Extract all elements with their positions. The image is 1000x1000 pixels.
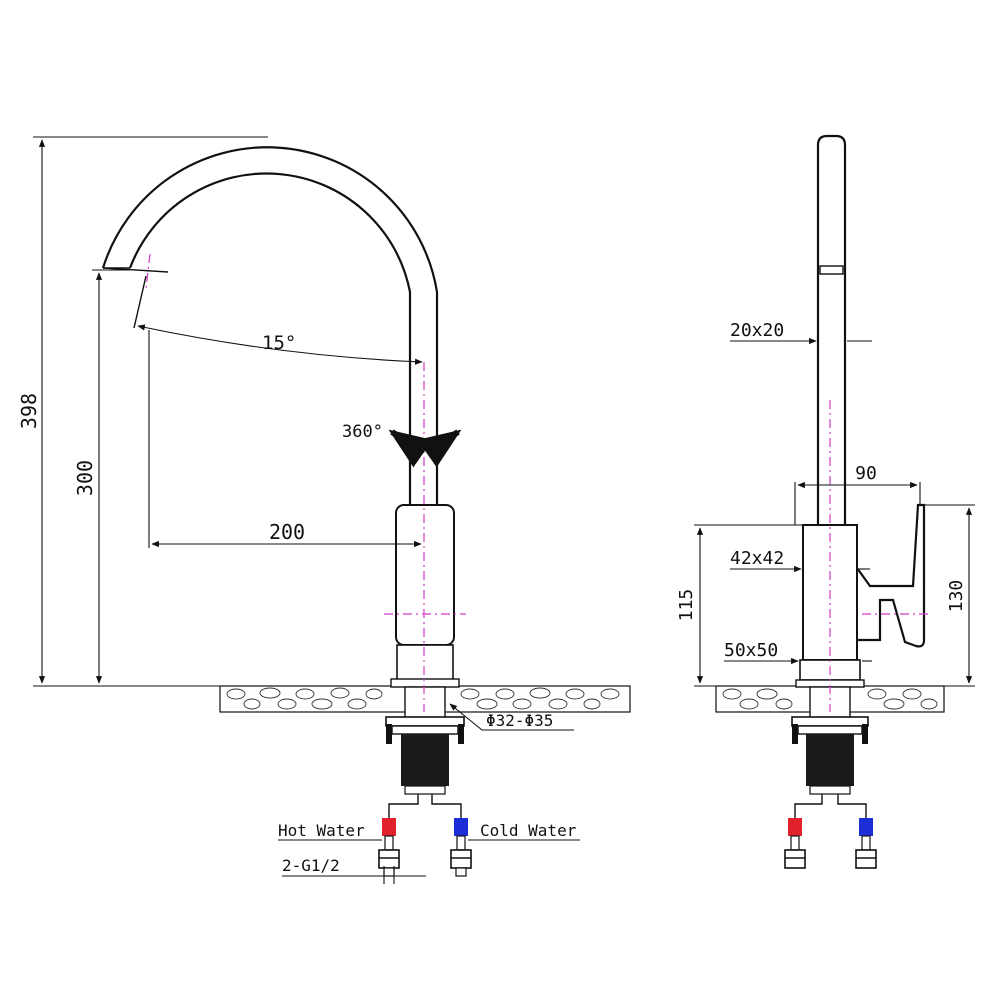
spout-section-label: 20x20 <box>730 320 784 341</box>
fixing-front <box>385 686 465 795</box>
spout-front <box>101 146 439 505</box>
dimension-130: 130 <box>924 504 975 687</box>
dimension-connection: 2-G1/2 <box>282 856 426 884</box>
cold-hose-marker-front <box>454 818 468 836</box>
handle-reach-label: 90 <box>855 463 877 484</box>
cold-hose-marker-side <box>859 818 873 836</box>
dimension-115: 115 <box>676 524 803 687</box>
fixing-side <box>791 686 869 795</box>
centerlines-side <box>829 400 928 712</box>
dimension-300: 300 <box>73 269 130 684</box>
base-section-label: 50x50 <box>724 640 778 661</box>
dimension-20x20: 20x20 <box>730 320 872 345</box>
dimension-angle: 15° <box>137 324 423 365</box>
handle-side <box>856 503 926 648</box>
front-view: 398 300 200 15° 360° Φ32-Φ35 <box>17 136 631 884</box>
cold-water-label: Cold Water <box>480 821 577 840</box>
hole-diameter-label: Φ32-Φ35 <box>486 711 553 730</box>
dimension-50x50: 50x50 <box>724 640 872 665</box>
hoses-side <box>784 794 877 869</box>
body-front <box>390 504 460 688</box>
dimension-200: 200 <box>148 330 422 548</box>
hot-hose-marker-front <box>382 818 396 836</box>
dimension-42x42: 42x42 <box>730 548 870 573</box>
body-side <box>795 524 865 688</box>
rotation-label: 360° <box>342 422 383 442</box>
dimension-200-label: 200 <box>269 520 305 544</box>
rotation-indicator: 360° <box>342 422 462 468</box>
angle-label: 15° <box>262 332 296 354</box>
dimension-398: 398 <box>17 136 268 687</box>
water-labels: Hot Water Cold Water <box>278 821 580 841</box>
dimension-90: 90 <box>794 463 921 525</box>
centerlines-front <box>145 253 466 712</box>
hot-water-label: Hot Water <box>278 821 365 840</box>
side-view: 20x20 90 42x42 50x50 115 <box>676 134 975 869</box>
handle-height-label: 130 <box>946 580 967 613</box>
spout-side <box>816 134 847 525</box>
dimension-300-label: 300 <box>73 460 97 496</box>
dimension-398-label: 398 <box>17 393 41 429</box>
body-height-label: 115 <box>676 589 697 622</box>
hoses-front <box>378 794 472 877</box>
connection-label: 2-G1/2 <box>282 856 340 875</box>
hot-hose-marker-side <box>788 818 802 836</box>
body-section-label: 42x42 <box>730 548 784 569</box>
dimension-hole: Φ32-Φ35 <box>449 703 574 731</box>
